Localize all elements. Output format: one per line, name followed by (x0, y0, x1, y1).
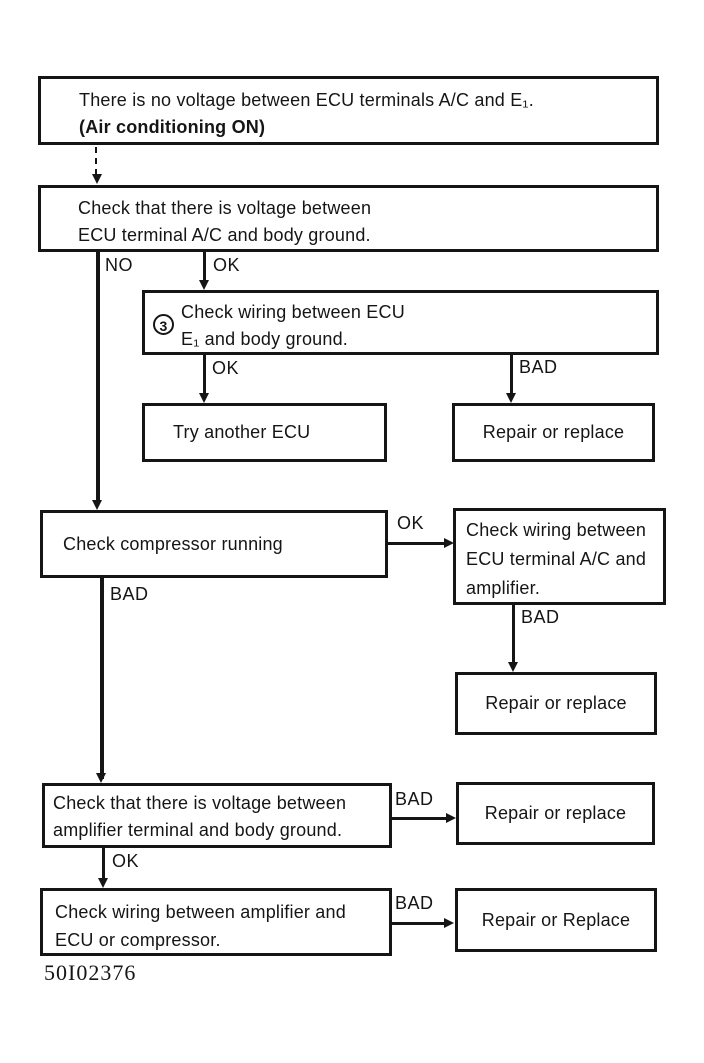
node-check-voltage-amplifier-line2: amplifier terminal and body ground. (53, 820, 343, 840)
edge-label-ok2: OK (212, 358, 240, 378)
node-check-compressor-label: Check compressor running (63, 533, 283, 554)
node-check-wiring-e1-line1: Check wiring between ECU (181, 302, 405, 322)
arrowhead-down-icon (199, 280, 209, 290)
connector-ok3-right (388, 542, 446, 545)
node-check-voltage-ac-line2: ECU terminal A/C and body ground. (78, 225, 371, 245)
edge-label-bad5: BAD (395, 893, 434, 913)
edge-label-bad3: BAD (521, 607, 560, 627)
figure-code: 50I02376 (44, 960, 137, 985)
arrowhead-down-icon (506, 393, 516, 403)
connector-bad4-right (392, 817, 448, 820)
node-repair-3: Repair or replace (456, 782, 655, 845)
arrowhead-down-icon (508, 662, 518, 672)
node-check-voltage-ac-line1: Check that there is voltage between (78, 198, 372, 218)
edge-label-bad4: BAD (395, 789, 434, 809)
edge-label-ok1: OK (213, 255, 241, 275)
node-repair-2: Repair or replace (455, 672, 657, 735)
node-try-another-ecu: Try another ECU (142, 403, 387, 462)
node-check-wiring-amp-ecu-line2: ECU or compressor. (55, 930, 221, 950)
node-try-another-ecu-label: Try another ECU (173, 422, 311, 442)
node-check-wiring-e1-line2: E₁ and body ground. (181, 329, 348, 349)
connector-ok4-down (102, 848, 105, 882)
node-check-voltage-amplifier-line1: Check that there is voltage between (53, 793, 347, 813)
node-check-wiring-amplifier-line2: ECU terminal A/C and (466, 549, 647, 569)
node-check-wiring-e1: 3 Check wiring between ECU E₁ and body g… (142, 290, 659, 355)
node-check-wiring-amplifier-line1: Check wiring between (466, 520, 647, 540)
connector-bad5-right (392, 922, 446, 925)
arrowhead-down-icon (199, 393, 209, 403)
connector-bad3-down (512, 604, 515, 666)
node-start-line2: (Air conditioning ON) (79, 117, 266, 137)
node-start: There is no voltage between ECU terminal… (38, 76, 659, 145)
edge-label-ok3: OK (397, 513, 425, 533)
connector-bad2-down (100, 577, 104, 779)
edge-label-bad2: BAD (110, 584, 149, 604)
node-check-wiring-amp-ecu: Check wiring between amplifier and ECU o… (40, 888, 392, 956)
arrowhead-right-icon (444, 918, 454, 928)
node-repair-1-label: Repair or replace (482, 422, 625, 442)
node-repair-4-label: Repair or Replace (481, 909, 631, 930)
connector-ok2-down (203, 355, 206, 395)
node-check-wiring-amplifier-line3: amplifier. (466, 578, 541, 598)
arrowhead-down-icon (98, 878, 108, 888)
connector-start-down (95, 147, 100, 175)
connector-ok1-down (203, 252, 206, 282)
node-check-voltage-amplifier: Check that there is voltage between ampl… (42, 783, 392, 848)
edge-label-bad1: BAD (519, 357, 558, 377)
edge-label-ok4: OK (112, 851, 140, 871)
arrowhead-right-icon (444, 538, 454, 548)
node-repair-4: Repair or Replace (455, 888, 657, 952)
node-repair-1: Repair or replace (452, 403, 655, 462)
connector-no-down (96, 252, 100, 504)
arrowhead-right-icon (446, 813, 456, 823)
step-number-badge: 3 (153, 314, 174, 335)
node-check-voltage-ac: Check that there is voltage between ECU … (38, 185, 659, 252)
node-check-wiring-amplifier: Check wiring between ECU terminal A/C an… (453, 508, 666, 605)
node-check-wiring-amp-ecu-line1: Check wiring between amplifier and (55, 902, 346, 922)
connector-bad1-down (510, 355, 513, 395)
node-start-line1: There is no voltage between ECU terminal… (79, 90, 534, 110)
arrowhead-down-icon (92, 174, 102, 184)
arrowhead-down-icon (92, 500, 102, 510)
arrowhead-down-icon (96, 773, 106, 783)
node-repair-3-label: Repair or replace (484, 803, 627, 823)
node-check-compressor: Check compressor running (40, 510, 388, 578)
node-repair-2-label: Repair or replace (485, 693, 627, 713)
edge-label-no: NO (105, 255, 133, 275)
